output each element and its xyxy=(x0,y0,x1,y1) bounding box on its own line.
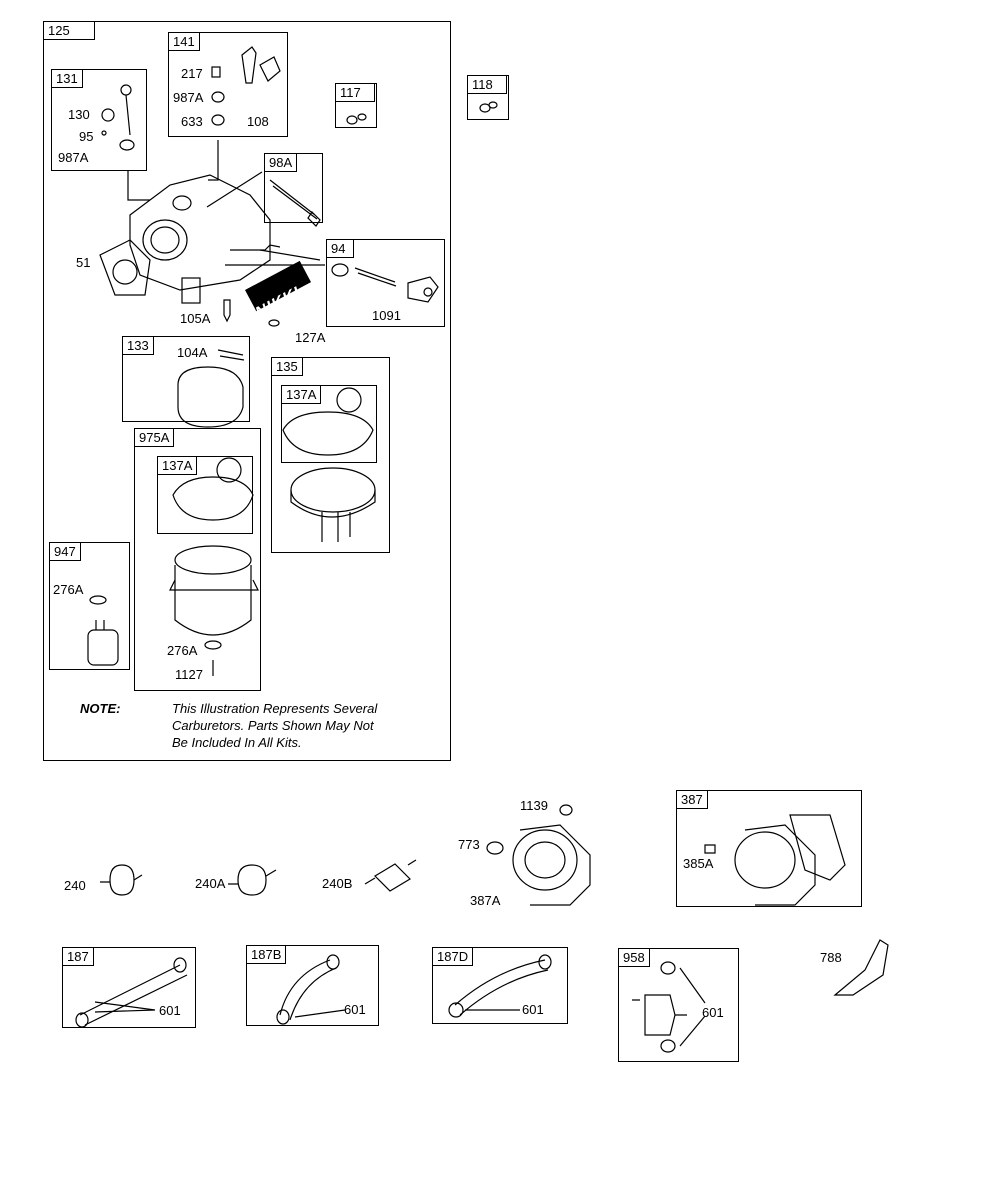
part-51: 51 xyxy=(76,255,91,270)
kit-975a-box: 975A xyxy=(134,428,261,691)
part-987a-2: 987A xyxy=(58,150,89,165)
hose-187d-drawing xyxy=(454,959,549,1016)
part-217: 217 xyxy=(181,66,203,81)
kit-94-box: 94 xyxy=(326,239,445,327)
kit-label-94: 94 xyxy=(326,239,354,258)
kit-141-box: 141 xyxy=(168,32,288,137)
kit-label-98a: 98A xyxy=(264,153,298,172)
kit-label-131: 131 xyxy=(51,69,83,88)
kit-131-box: 131 xyxy=(51,69,147,171)
hose-187-drawing xyxy=(79,964,188,1026)
kit-135-box: 135 xyxy=(271,357,390,553)
hose-187b-drawing xyxy=(279,959,337,1021)
part-1127: 1127 xyxy=(175,667,203,682)
kit-133-box: 133 xyxy=(122,336,250,422)
needle-98a-drawing xyxy=(269,179,321,227)
kit-label-975a: 975A xyxy=(134,428,175,447)
part-788: 788 xyxy=(820,950,842,965)
kit-label-187d: 187D xyxy=(432,947,474,966)
part-601-2: 601 xyxy=(344,1002,366,1017)
kit-label-135: 135 xyxy=(271,357,303,376)
kit-label-118: 118 xyxy=(467,75,507,94)
part-601-1: 601 xyxy=(159,1003,181,1018)
part-104a: 104A xyxy=(177,345,208,360)
kit-label-187b: 187B xyxy=(246,945,287,964)
part-95: 95 xyxy=(79,129,94,144)
bracket-788-drawing xyxy=(833,939,889,996)
kit-label-125: 125 xyxy=(43,21,95,40)
kit-label-947: 947 xyxy=(49,542,81,561)
kit-label-137a-1: 137A xyxy=(281,385,322,404)
kit-947-box: 947 xyxy=(49,542,130,670)
kit-98a-box: 98A xyxy=(264,153,323,223)
note-line-1: This Illustration Represents Several xyxy=(172,701,378,716)
bracket-108-drawing xyxy=(241,46,281,84)
kit-125-box: 125 xyxy=(43,21,451,761)
carburetor-body-drawing xyxy=(129,174,271,291)
note-label: NOTE: xyxy=(80,701,121,716)
part-601-4: 601 xyxy=(702,1005,724,1020)
kit-137a-box-2: 137A xyxy=(157,456,253,534)
part-108: 108 xyxy=(247,114,269,129)
kit-137a-box-1: 137A xyxy=(281,385,377,463)
kit-187b-box: 187B xyxy=(246,945,379,1026)
part-240: 240 xyxy=(64,878,86,893)
kit-958-box: 958 xyxy=(618,948,739,1062)
kit-label-137a-2: 137A xyxy=(157,456,198,475)
part-1139: 1139 xyxy=(520,798,548,813)
kit-label-141: 141 xyxy=(168,32,200,51)
kit-187-box: 187 xyxy=(62,947,196,1028)
part-633: 633 xyxy=(181,114,203,129)
part-105a: 105A xyxy=(180,311,211,326)
nikki-plaque xyxy=(244,260,312,312)
kit-label-958: 958 xyxy=(618,948,650,967)
kit-label-117: 117 xyxy=(335,83,375,102)
kit-118-box: 118 xyxy=(467,75,509,120)
note-line-2: Carburetors. Parts Shown May Not xyxy=(172,718,374,733)
clip-217-drawing xyxy=(211,66,221,78)
kit-label-387: 387 xyxy=(676,790,708,809)
part-240a: 240A xyxy=(195,876,226,891)
part-276a-1: 276A xyxy=(53,582,84,597)
part-601-3: 601 xyxy=(522,1002,544,1017)
part-127a: 127A xyxy=(295,330,326,345)
note-line-3: Be Included In All Kits. xyxy=(172,735,302,750)
part-987a-1: 987A xyxy=(173,90,204,105)
kit-187d-box: 187D xyxy=(432,947,568,1024)
part-240b: 240B xyxy=(322,876,353,891)
kit-label-133: 133 xyxy=(122,336,154,355)
part-385a: 385A xyxy=(683,856,714,871)
kit-label-187: 187 xyxy=(62,947,94,966)
part-130: 130 xyxy=(68,107,90,122)
kit-117-box: 117 xyxy=(335,83,377,128)
part-387a: 387A xyxy=(470,893,501,908)
part-276a-2: 276A xyxy=(167,643,198,658)
part-773: 773 xyxy=(458,837,480,852)
kit-387-box: 387 xyxy=(676,790,862,907)
part-1091: 1091 xyxy=(372,308,401,323)
